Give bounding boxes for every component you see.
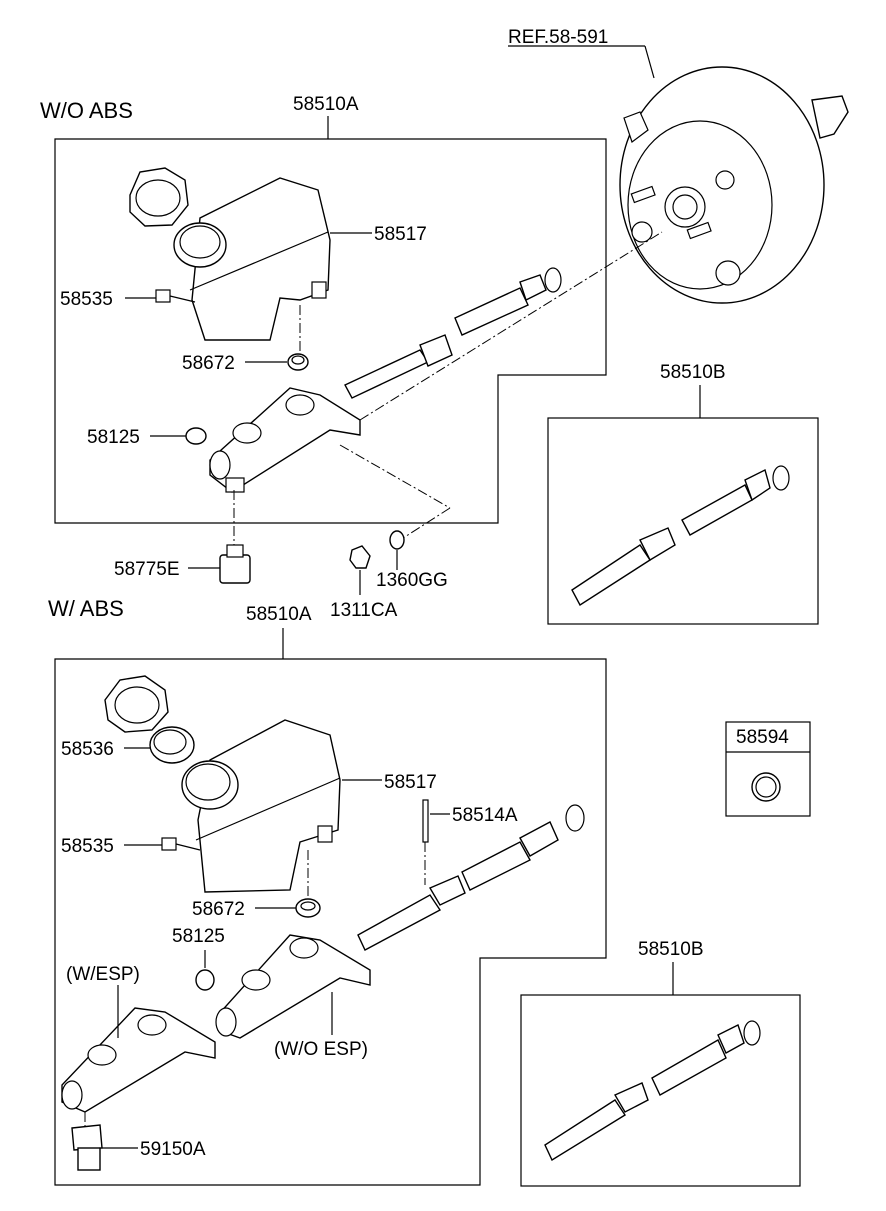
assy-box-top xyxy=(54,138,607,524)
label-without-esp: (W/O ESP) xyxy=(274,1039,368,1060)
seal-kit-box xyxy=(725,721,811,817)
reservoir-cap-bottom xyxy=(104,675,169,733)
fitting xyxy=(219,544,251,584)
label-plug-top: 58125 xyxy=(87,427,140,448)
label-kit-bottom: 58510B xyxy=(638,939,704,960)
plug-bottom xyxy=(195,969,215,991)
ref-leader xyxy=(644,45,655,79)
reservoir-top xyxy=(173,177,331,341)
label-switch: 59150A xyxy=(140,1139,206,1160)
label-reservoir-bottom: 58517 xyxy=(384,772,437,793)
master-cylinder-with-esp xyxy=(61,1007,216,1113)
reservoir-cap-top xyxy=(129,167,189,227)
piston-kit-top xyxy=(571,465,790,606)
brake-booster xyxy=(619,66,849,304)
label-ref: REF.58-591 xyxy=(508,27,608,48)
grommet-bottom xyxy=(295,898,321,918)
label-with-esp: (W/ESP) xyxy=(66,964,140,985)
piston-spring-bottom xyxy=(357,804,585,951)
seal-ring xyxy=(751,772,781,802)
label-sensor-bottom: 58535 xyxy=(61,836,114,857)
master-cylinder-top xyxy=(209,387,361,493)
strainer xyxy=(149,726,195,764)
kit-box-bottom xyxy=(520,994,801,1187)
label-reservoir-top: 58517 xyxy=(374,224,427,245)
nut xyxy=(349,545,371,569)
section-title-without-abs: W/O ABS xyxy=(40,98,133,123)
piston-kit-bottom xyxy=(544,1020,761,1162)
washer xyxy=(389,530,405,550)
label-assy-top: 58510A xyxy=(293,94,359,115)
label-fitting: 58775E xyxy=(114,559,180,580)
label-seal-kit: 58594 xyxy=(736,727,789,748)
label-nut: 1311CA xyxy=(330,600,398,621)
kit-box-top xyxy=(547,417,819,625)
grommet-top xyxy=(287,353,309,371)
label-strainer: 58536 xyxy=(61,739,114,760)
label-pin: 58514A xyxy=(452,805,518,826)
plug-top xyxy=(185,427,207,445)
master-cylinder-without-esp xyxy=(215,934,371,1039)
label-grommet-bottom: 58672 xyxy=(192,899,245,920)
label-kit-top: 58510B xyxy=(660,362,726,383)
reservoir-bottom xyxy=(181,719,341,893)
level-sensor-top xyxy=(155,289,196,303)
label-plug-bottom: 58125 xyxy=(172,926,225,947)
level-sensor-bottom xyxy=(161,837,201,851)
assy-box-bottom xyxy=(54,658,607,1186)
pin xyxy=(422,799,429,843)
label-sensor-top: 58535 xyxy=(60,289,113,310)
label-washer: 1360GG xyxy=(376,570,448,591)
pressure-switch xyxy=(71,1124,103,1171)
section-title-with-abs: W/ ABS xyxy=(48,596,124,621)
label-assy-bottom: 58510A xyxy=(246,604,312,625)
label-grommet-top: 58672 xyxy=(182,353,235,374)
piston-spring-top xyxy=(344,267,562,399)
